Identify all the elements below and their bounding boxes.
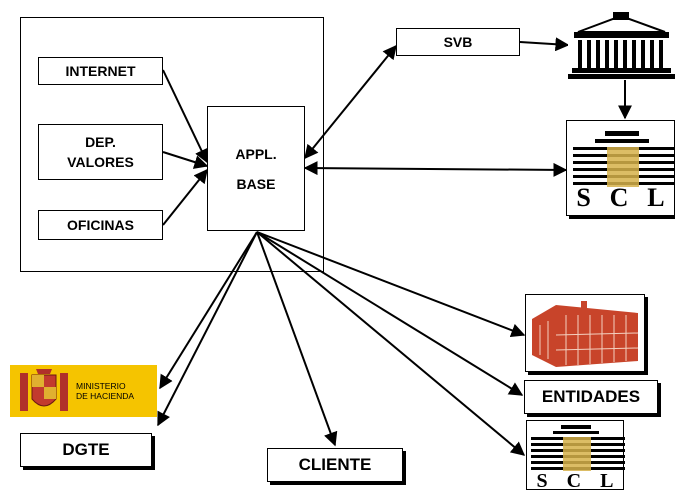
arrow-depvalores-appl bbox=[162, 151, 209, 169]
scl-letter-s-bottom: S bbox=[536, 470, 548, 490]
spain-coat-of-arms-icon bbox=[20, 369, 68, 411]
entidades-building-logo bbox=[525, 294, 645, 372]
scl-letter-l: L bbox=[647, 183, 665, 212]
arrow-appl-scl-bottom bbox=[256, 231, 526, 456]
arrow-appl-entidades-logo bbox=[256, 231, 526, 337]
bolsa-building-logo bbox=[568, 10, 675, 80]
arrow-oficinas-appl bbox=[162, 168, 208, 226]
bolsa-building-icon bbox=[568, 10, 675, 80]
node-cliente: CLIENTE bbox=[267, 448, 403, 482]
appl-line2: BASE bbox=[236, 175, 276, 192]
arrow-appl-entidades bbox=[256, 231, 524, 396]
ministerio-line2: DE HACIENDA bbox=[76, 391, 135, 401]
arrow-appl-dgte bbox=[157, 231, 258, 427]
arrow-appl-cliente bbox=[256, 231, 338, 447]
node-oficinas: OFICINAS bbox=[38, 210, 163, 240]
scl-letter-l-bottom: L bbox=[600, 470, 614, 490]
node-dep-valores: DEP. VALORES bbox=[38, 124, 163, 180]
arrow-svb-bolsa bbox=[519, 37, 570, 52]
arrow-internet-appl bbox=[162, 69, 208, 164]
appl-line1: APPL. bbox=[235, 145, 277, 162]
dep-valores-line1: DEP. bbox=[85, 134, 116, 150]
ministerio-hacienda-logo: MINISTERIO DE HACIENDA bbox=[10, 365, 157, 417]
scl-stripes-icon-small bbox=[531, 425, 625, 471]
node-svb: SVB bbox=[396, 28, 520, 56]
node-entidades: ENTIDADES bbox=[524, 380, 658, 414]
node-internet: INTERNET bbox=[38, 57, 163, 85]
dep-valores-line2: VALORES bbox=[67, 154, 134, 170]
node-dgte: DGTE bbox=[20, 433, 152, 467]
bank-building-icon bbox=[526, 295, 644, 371]
scl-letter-c-bottom: C bbox=[566, 470, 582, 490]
ministerio-line1: MINISTERIO bbox=[76, 381, 126, 391]
scl-letter-c: C bbox=[609, 183, 629, 212]
scl-logo-bottom: S C L bbox=[526, 420, 625, 490]
arrow-appl-scl bbox=[303, 161, 568, 177]
arrow-appl-ministerio bbox=[159, 231, 258, 390]
scl-logo-top: S C L bbox=[566, 120, 675, 216]
scl-stripes-icon bbox=[573, 131, 675, 187]
scl-letter-s: S bbox=[576, 183, 591, 212]
node-appl-base: APPL. BASE bbox=[207, 106, 305, 231]
arrow-appl-svb bbox=[304, 44, 397, 160]
